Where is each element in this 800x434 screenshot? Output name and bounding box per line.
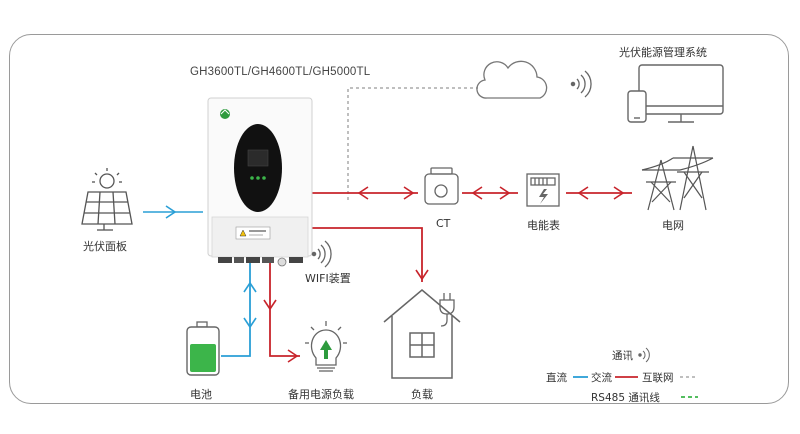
legend-ac-label: 交流	[591, 372, 612, 384]
solar-panel-icon	[81, 168, 133, 231]
pv-panel-label: 光伏面板	[83, 240, 127, 253]
model-label: GH3600TL/GH4600TL/GH5000TL	[190, 66, 371, 78]
legend-dc-label: 直流	[546, 372, 567, 384]
inverter-backup-line	[269, 262, 300, 357]
internet-line	[347, 87, 478, 200]
arrow-up-icon	[320, 340, 332, 359]
inverter-icon	[207, 97, 313, 267]
plug-icon	[439, 293, 455, 327]
battery-icon	[186, 321, 220, 376]
legend-rs485-label: RS485 通讯线	[591, 392, 660, 404]
pylon-icon	[641, 145, 714, 211]
legend	[573, 347, 698, 398]
grid-label: 电网	[662, 219, 684, 232]
diagram-frame	[9, 34, 789, 404]
monitoring-label: 光伏能源管理系统	[619, 46, 707, 59]
battery-dc-line	[221, 262, 251, 357]
wifi-label: WIFI装置	[305, 272, 351, 285]
load-label: 负载	[411, 388, 433, 401]
battery-label: 电池	[190, 388, 212, 401]
meter-label: 电能表	[527, 219, 560, 232]
cloud-icon	[476, 60, 548, 99]
bulb-icon	[305, 321, 347, 372]
legend-comm-signal-icon	[638, 347, 650, 363]
legend-internet-label: 互联网	[642, 372, 674, 384]
inverter-load-line	[312, 227, 423, 282]
meter-icon	[526, 173, 560, 207]
monitor-icon	[638, 64, 724, 123]
cloud-signal-icon	[570, 70, 592, 98]
phone-icon	[627, 90, 647, 123]
backup-load-label: 备用电源负载	[288, 388, 354, 401]
ct-icon	[424, 167, 459, 205]
legend-comm-label: 通讯	[612, 350, 633, 362]
house-icon	[383, 289, 461, 379]
wifi-icon	[311, 240, 332, 268]
ct-label: CT	[436, 217, 451, 230]
